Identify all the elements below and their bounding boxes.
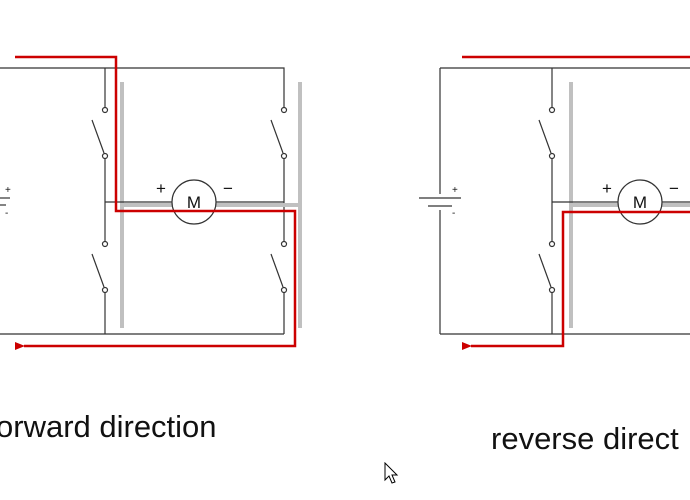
motor-plus-sign: + (602, 179, 612, 198)
motor-minus-sign: − (223, 179, 233, 198)
motor-plus-sign: + (156, 179, 166, 198)
battery-plus-sign: + (452, 185, 458, 196)
reverse-direction-label: reverse direct (491, 421, 679, 456)
switch-icon (270, 106, 288, 160)
switch-icon (538, 106, 556, 160)
battery-minus-sign: - (5, 208, 8, 219)
current-path-reverse (462, 210, 690, 350)
motor-label: M (633, 193, 647, 212)
switch-icon (270, 240, 288, 294)
switch-icon (91, 106, 109, 160)
current-path-forward (14, 55, 297, 350)
forward-circuit: + - M + − (0, 55, 302, 350)
battery-plus-sign: + (5, 185, 11, 196)
battery-icon (0, 197, 10, 206)
switch-icon (538, 240, 556, 294)
motor-minus-sign: − (669, 179, 679, 198)
circuit-wires (0, 67, 285, 335)
battery-minus-sign: - (452, 208, 455, 219)
motor-label: M (187, 193, 201, 212)
motor-icon (171, 179, 217, 225)
mouse-pointer-icon (384, 462, 399, 484)
forward-direction-label: orward direction (0, 409, 217, 444)
reverse-circuit: + - M + − (419, 55, 690, 350)
battery-icon (419, 197, 461, 207)
switch-icon (91, 240, 109, 294)
